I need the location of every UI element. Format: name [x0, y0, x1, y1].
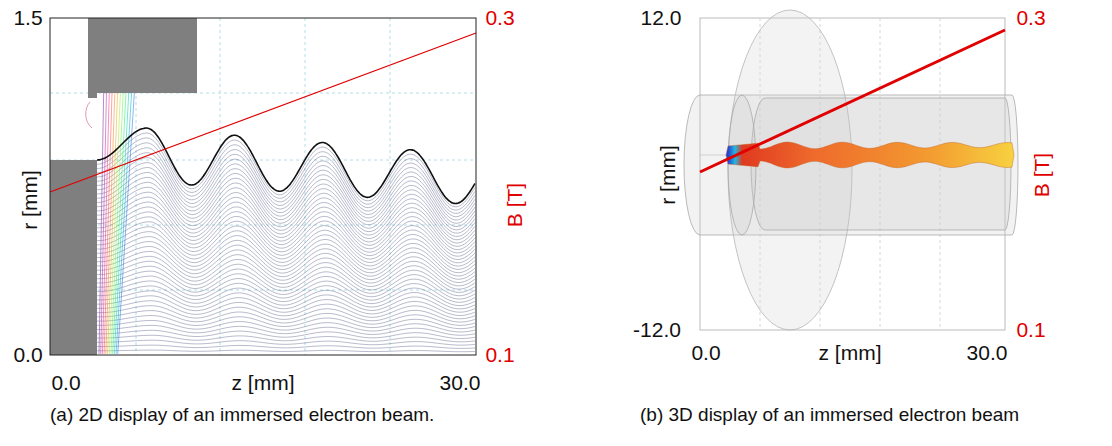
- electron-trajectory: [97, 251, 475, 285]
- tick-label: 1.5: [13, 6, 42, 30]
- anode-electrode: [88, 18, 197, 98]
- electron-trajectory: [97, 212, 475, 260]
- tick-label: 30.0: [440, 371, 481, 395]
- tick-label: 0.3: [1016, 6, 1045, 30]
- electron-trajectories: [97, 133, 475, 352]
- electron-trajectory: [97, 350, 475, 352]
- electron-trajectory: [97, 168, 475, 230]
- electron-trajectory: [97, 237, 475, 276]
- electron-trajectory: [97, 163, 475, 227]
- tick-label: 0.0: [51, 371, 80, 395]
- electron-trajectory: [97, 232, 475, 273]
- tick-label: 0.0: [691, 341, 720, 365]
- electron-trajectory: [97, 335, 475, 342]
- electron-trajectory: [97, 153, 475, 220]
- subfigure-caption: (a) 2D display of an immersed electron b…: [50, 402, 442, 428]
- axis-title: B [T]: [1030, 153, 1054, 197]
- axis-title: r [mm]: [656, 145, 680, 204]
- electron-trajectory: [97, 133, 475, 207]
- field-line: [86, 102, 92, 128]
- tick-label: z [mm]: [232, 371, 295, 395]
- tick-label: -12.0: [633, 318, 681, 342]
- electron-trajectory: [97, 261, 475, 292]
- plot-2d: [50, 18, 476, 355]
- electron-beam: [726, 142, 1014, 168]
- electron-trajectory: [97, 246, 475, 282]
- electron-trajectory: [97, 158, 475, 224]
- electron-trajectory: [97, 311, 475, 326]
- electron-trajectory: [97, 345, 475, 348]
- electron-trajectory: [97, 286, 475, 309]
- outer-cylinder: [684, 95, 1018, 235]
- beam-envelope: [97, 128, 475, 203]
- electron-trajectory: [97, 227, 475, 270]
- tick-label: 12.0: [641, 6, 682, 30]
- plot-area: [50, 18, 476, 355]
- electron-trajectory: [97, 306, 475, 322]
- axis-title: B [T]: [503, 183, 527, 227]
- plot-3d: [684, 10, 1018, 330]
- tick-label: z [mm]: [819, 341, 882, 365]
- grid: [50, 18, 476, 355]
- electron-trajectory: [97, 296, 475, 316]
- electron-trajectory: [97, 316, 475, 329]
- subfigure-caption: (b) 3D display of an immersed electron b…: [640, 402, 1032, 428]
- tick-label: 0.1: [1016, 318, 1045, 342]
- magnetic-field-line: [50, 33, 476, 192]
- electron-trajectory: [97, 172, 475, 233]
- tick-label: 0.1: [485, 343, 514, 367]
- tick-label: 30.0: [967, 341, 1008, 365]
- electron-trajectory: [97, 138, 475, 210]
- plot-frame: [50, 18, 476, 355]
- electron-trajectory: [97, 330, 475, 338]
- tick-label: 0.0: [13, 343, 42, 367]
- electron-trajectory: [97, 281, 475, 306]
- axis-title: r [mm]: [18, 170, 42, 229]
- electron-trajectory: [97, 301, 475, 319]
- electron-trajectory: [97, 192, 475, 246]
- magnetic-field-line: [700, 30, 1005, 172]
- tick-label: 0.3: [485, 6, 514, 30]
